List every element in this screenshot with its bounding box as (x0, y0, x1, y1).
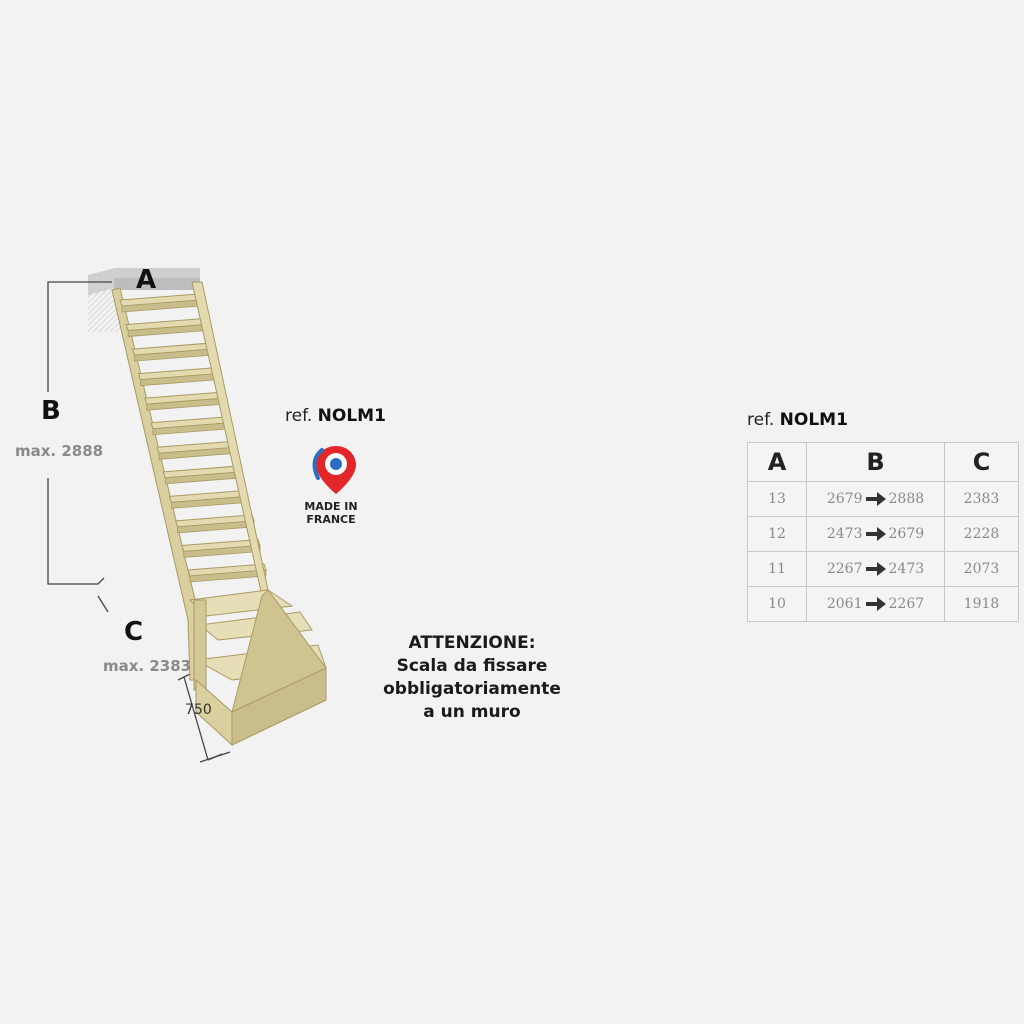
product-ref-code: NOLM1 (317, 406, 386, 426)
warning-line1: ATTENZIONE: (408, 633, 536, 653)
dimension-line-b (47, 281, 112, 585)
table-header-c: C (944, 442, 1019, 482)
cell-c: 1918 (944, 586, 1019, 622)
tread (125, 318, 207, 337)
dimension-line-c (97, 595, 109, 613)
cell-b-from: 2473 (826, 526, 863, 542)
product-ref: ref. NOLM1 (285, 406, 386, 426)
table-header-row: A B C (747, 442, 1019, 482)
cell-b-to: 2679 (888, 526, 925, 542)
arrow-right-icon (865, 527, 886, 541)
made-in-france-badge: MADE IN FRANCE (298, 500, 364, 526)
cell-b-to: 2473 (888, 561, 925, 577)
arrow-right-icon (865, 562, 886, 576)
warning-line2: Scala da fissare (396, 656, 548, 676)
badge-line1: MADE IN (304, 500, 358, 513)
warning-line4: a un muro (423, 702, 521, 722)
table-header-b: B (806, 442, 945, 482)
tread (156, 440, 237, 460)
badge-line2: FRANCE (306, 513, 356, 526)
table-ref-prefix: ref. (747, 410, 775, 430)
product-ref-prefix: ref. (285, 406, 313, 426)
table-header-a: A (747, 442, 807, 482)
wall-fixing-warning: ATTENZIONE: Scala da fissare obbligatori… (372, 632, 572, 724)
cell-b-from: 2267 (826, 561, 863, 577)
cell-b: 2267 2473 (806, 551, 945, 587)
table-ref-code: NOLM1 (779, 410, 848, 430)
winder-section (188, 589, 327, 747)
dimension-a-label: A (136, 265, 157, 295)
cell-c: 2383 (944, 481, 1019, 517)
cell-b-from: 2679 (826, 491, 863, 507)
tread (174, 514, 255, 534)
table-row: 13 2679 2888 2383 (747, 481, 1019, 517)
cell-a: 11 (747, 551, 807, 587)
cell-b-to: 2888 (888, 491, 925, 507)
cell-a: 10 (747, 586, 807, 622)
dimension-c-label: C (124, 617, 144, 647)
cell-a: 12 (747, 516, 807, 552)
tread (187, 563, 267, 583)
cell-b-to: 2267 (888, 596, 925, 612)
treads (119, 293, 267, 583)
warning-line3: obbligatoriamente (383, 679, 561, 699)
made-in-france-pin-icon (312, 446, 356, 494)
cell-b: 2061 2267 (806, 586, 945, 622)
cell-b: 2473 2679 (806, 516, 945, 552)
dimension-width-label: 750 (185, 702, 212, 718)
cell-a: 13 (747, 481, 807, 517)
cell-b-from: 2061 (826, 596, 863, 612)
tread (150, 416, 231, 436)
dimension-b-label: B (41, 396, 61, 426)
tread (131, 342, 213, 362)
table-row: 11 2267 2473 2073 (747, 551, 1019, 587)
dimension-c-max: max. 2383 (103, 657, 192, 675)
tread (168, 489, 249, 509)
arrow-right-icon (865, 597, 886, 611)
arrow-right-icon (865, 492, 886, 506)
cell-b: 2679 2888 (806, 481, 945, 517)
dimension-line-width (177, 673, 231, 763)
tread (119, 293, 201, 313)
tread (181, 538, 261, 558)
tread (137, 367, 219, 387)
cell-c: 2228 (944, 516, 1019, 552)
table-row: 12 2473 2679 2228 (747, 516, 1019, 552)
tread (144, 391, 225, 411)
cell-c: 2073 (944, 551, 1019, 587)
dimension-b-max: max. 2888 (15, 442, 104, 460)
table-ref: ref. NOLM1 (747, 410, 848, 430)
table-row: 10 2061 2267 1918 (747, 586, 1019, 622)
tread (162, 465, 243, 485)
